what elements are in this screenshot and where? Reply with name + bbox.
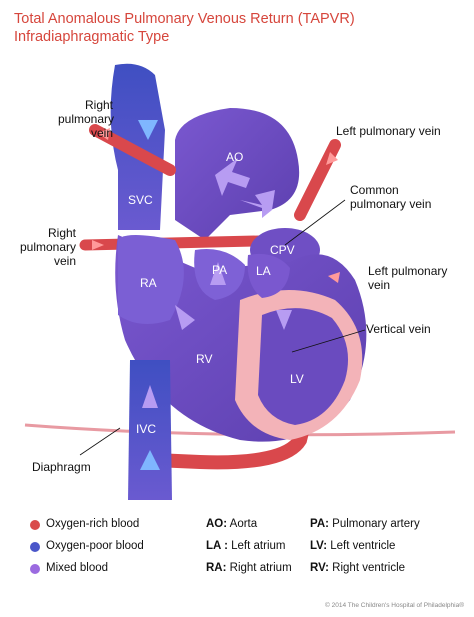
ivc-vessel: [128, 360, 172, 500]
label-diaphragm: Diaphragm: [32, 460, 91, 474]
label-text: vein: [368, 278, 391, 292]
flow-arrows: [142, 158, 292, 408]
blue-arrows: [138, 120, 160, 470]
legend-label: Mixed blood: [46, 562, 109, 574]
chamber-ao: AO: [226, 150, 244, 164]
abbr-key: RA:: [206, 562, 227, 574]
legend-abbr-ra: RA: Right atrium: [206, 562, 292, 574]
label-text: Right: [84, 98, 113, 112]
red-arrows: [92, 128, 340, 283]
abbr-text: Pulmonary artery: [332, 518, 420, 530]
chamber-la: LA: [256, 264, 271, 278]
label-left-pulmonary-vein-bottom: Left pulmonary vein: [368, 264, 447, 292]
abbr-text: Left atrium: [231, 540, 286, 552]
legend-abbr-rv: RV: Right ventricle: [310, 562, 405, 574]
arrow-lpv-bottom: [328, 272, 340, 283]
label-text: pulmonary: [19, 240, 76, 254]
label-text: Right: [47, 226, 76, 240]
legend-oxygen-poor: Oxygen-poor blood: [30, 540, 144, 552]
purple-dot-icon: [30, 564, 40, 574]
label-text: pulmonary vein: [350, 197, 432, 211]
arrow-rpv-mid: [92, 240, 104, 250]
leader-common-pv: [284, 199, 346, 246]
label-text: pulmonary: [58, 112, 115, 126]
chamber-ra: RA: [140, 276, 157, 290]
blue-dot-icon: [30, 542, 40, 552]
label-right-pulmonary-vein-mid: Right pulmonary vein: [18, 226, 76, 268]
arrow-pa: [210, 262, 226, 285]
abbr-key: PA:: [310, 518, 329, 530]
title-line-1: Total Anomalous Pulmonary Venous Return …: [14, 11, 355, 27]
arrow-lpv-top: [326, 152, 338, 165]
abbr-key: LA :: [206, 540, 228, 552]
legend-abbr-pa: PA: Pulmonary artery: [310, 518, 420, 530]
arrow-ao-2: [240, 190, 275, 218]
title-line-2: Infradiaphragmatic Type: [14, 29, 170, 45]
arrow-ao: [215, 158, 250, 196]
abbr-key: AO:: [206, 518, 228, 530]
chamber-cpv: CPV: [270, 243, 295, 257]
legend-label: Oxygen-poor blood: [46, 540, 144, 552]
legend-abbr-lv: LV: Left ventricle: [310, 540, 395, 552]
arrow-ivc-bottom: [140, 450, 160, 470]
right-atrium: [118, 235, 184, 324]
abbr-text: Aorta: [229, 518, 258, 530]
chamber-ivc: IVC: [136, 422, 157, 436]
legend-abbr-ao: AO: Aorta: [206, 518, 257, 530]
label-common-pulmonary-vein: Common pulmonary vein: [350, 183, 431, 211]
label-text: Left pulmonary: [368, 264, 448, 278]
legend-abbr-la: LA : Left atrium: [206, 540, 285, 552]
leader-diaphragm: [79, 427, 121, 456]
abbr-text: Left ventricle: [330, 540, 396, 552]
legend-oxygen-rich: Oxygen-rich blood: [30, 518, 140, 530]
abbr-key: RV:: [310, 562, 329, 574]
legend-label: Oxygen-rich blood: [46, 518, 140, 530]
label-vertical-vein: Vertical vein: [366, 322, 431, 336]
label-right-pulmonary-vein-top: Right pulmonary vein: [58, 98, 115, 140]
arrow-svc: [138, 120, 158, 140]
leader-vertical-vein: [291, 329, 366, 353]
left-atrium: [247, 253, 290, 298]
label-left-pulmonary-vein-top: Left pulmonary vein: [336, 124, 441, 138]
chamber-svc: SVC: [128, 193, 153, 207]
arrow-lv: [276, 310, 292, 330]
label-text: vein: [90, 126, 113, 140]
chamber-rv: RV: [196, 352, 213, 366]
diagram-title: Total Anomalous Pulmonary Venous Return …: [14, 10, 355, 46]
chamber-pa: PA: [212, 263, 228, 277]
left-ventricle-cavity: [258, 308, 349, 425]
red-dot-icon: [30, 520, 40, 530]
abbr-key: LV:: [310, 540, 328, 552]
abbr-text: Right ventricle: [332, 562, 406, 574]
chamber-lv: LV: [290, 372, 304, 386]
leader-lines: [79, 199, 366, 456]
abbr-text: Right atrium: [229, 562, 292, 574]
arrow-rv: [175, 305, 195, 330]
copyright-notice: © 2014 The Children's Hospital of Philad…: [325, 602, 464, 609]
arrow-ivc: [142, 385, 158, 408]
legend-mixed: Mixed blood: [30, 562, 109, 574]
arrow-rpv-top: [98, 128, 110, 140]
label-text: vein: [53, 254, 76, 268]
label-text: Common: [350, 183, 399, 197]
